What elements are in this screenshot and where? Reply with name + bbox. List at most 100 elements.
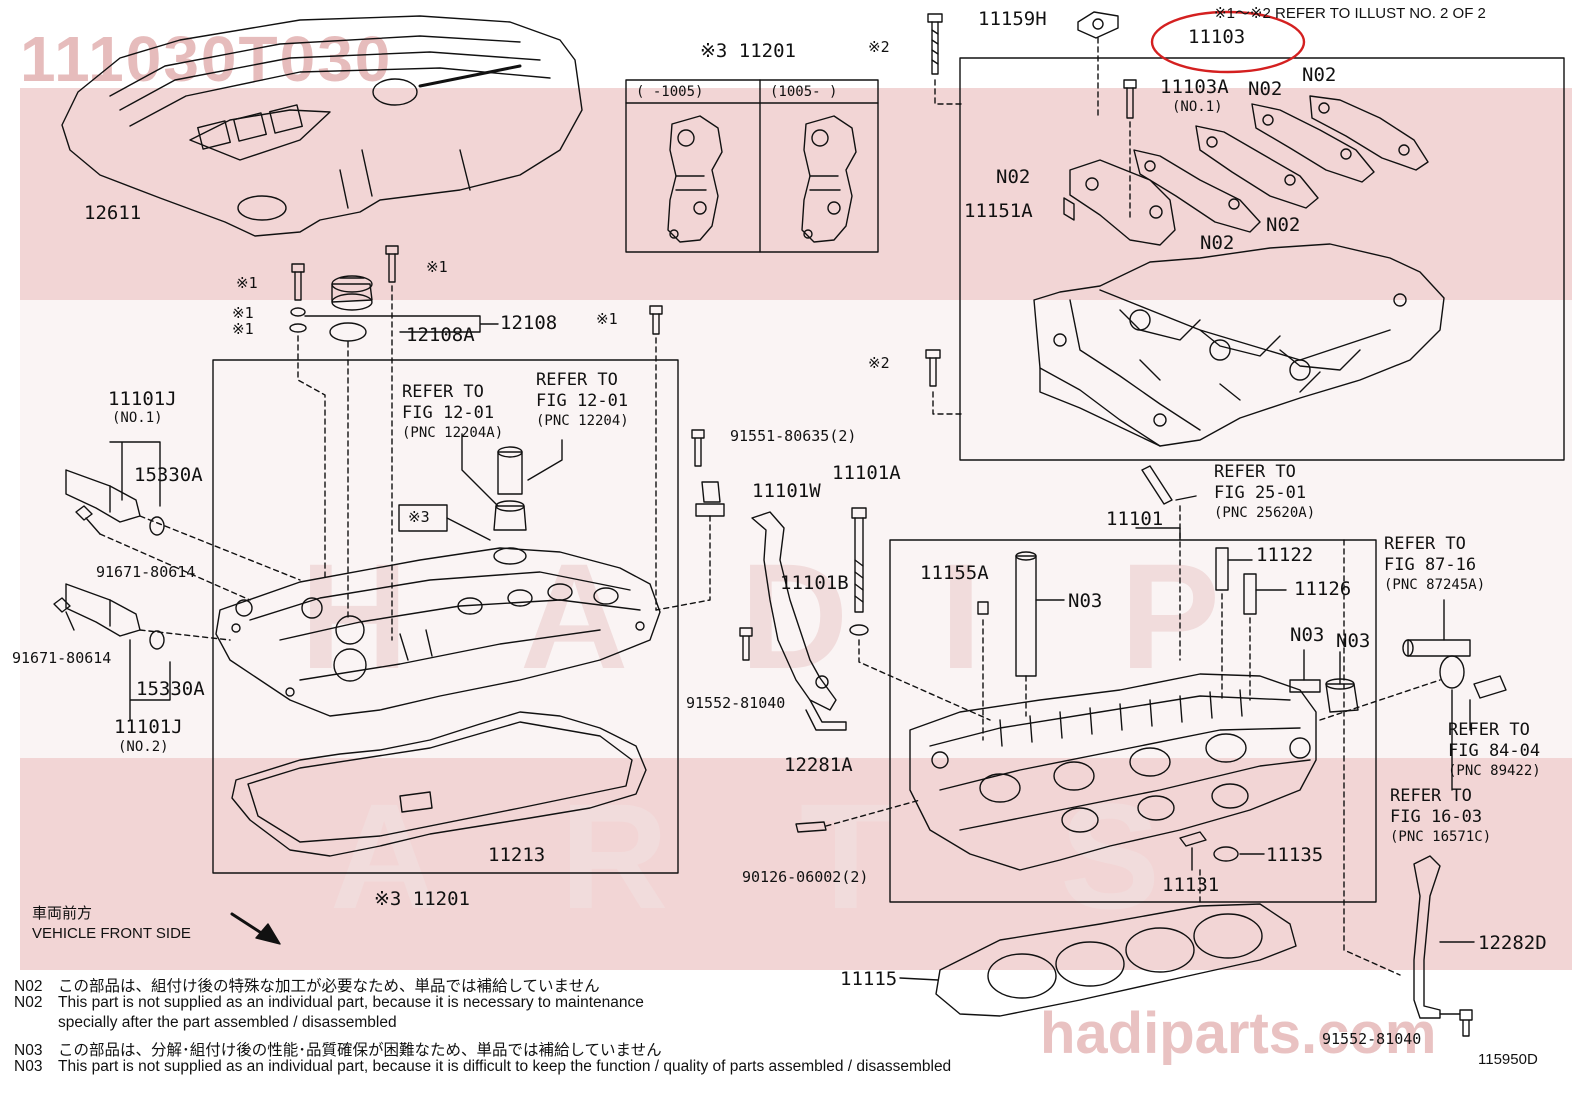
leader-dashed: [934, 79, 963, 105]
refer-note: ※1～※2 REFER TO ILLUST NO. 2 OF 2: [1214, 5, 1486, 22]
part-label: 11155A: [920, 562, 989, 584]
n02-label: N02: [996, 166, 1031, 188]
mark-label: ※1: [596, 310, 618, 328]
note-line: specially after the part assembled / dis…: [58, 1014, 397, 1031]
n02-label: N02: [1266, 214, 1301, 236]
part-label: 11115: [840, 968, 898, 990]
grommet: [493, 505, 527, 531]
part-label: 11122: [1256, 544, 1314, 566]
bolt-ocv-1: [75, 505, 93, 521]
bolt-11103a: [1123, 79, 1137, 119]
stud-90126: [795, 821, 827, 833]
part-label: 12281A: [784, 754, 853, 776]
n03-label: N03: [1068, 590, 1103, 612]
part-label: 11101B: [780, 572, 849, 594]
part-label: 15330A: [134, 464, 203, 486]
bolt-ocv-2: [53, 597, 71, 613]
watermark-site: hadiparts.com: [1040, 1001, 1437, 1066]
part-label-note: (NO.2): [118, 739, 169, 755]
mark-label: ※1: [232, 304, 254, 322]
ocv-upper: [65, 469, 165, 536]
watermark-band-bottom: [20, 758, 1572, 970]
pcv-valve: [497, 446, 523, 495]
part-label: 11131: [1162, 874, 1220, 896]
plug-n03: [1289, 679, 1321, 693]
part-label: 11151A: [964, 200, 1033, 222]
part-label: 11103A: [1160, 76, 1229, 98]
inset-bracket-right: [801, 115, 857, 243]
plug-11159h: [1077, 11, 1119, 39]
mark-label: ※1: [236, 274, 258, 292]
part-label-note: (NO.1): [112, 410, 163, 426]
head-gasket: [935, 903, 1297, 1017]
sensor-11101w: [701, 481, 721, 503]
part-label: 91551-80635(2): [730, 427, 857, 445]
part-label: ※3 11201: [374, 888, 470, 910]
sleeve-n03: [1015, 555, 1037, 677]
bolt-11101a: [849, 507, 869, 636]
part-label: 12108: [500, 312, 558, 334]
n02-label: N02: [1302, 64, 1337, 86]
bolt-left-2: [385, 245, 399, 283]
inset-label: ※3 11201: [700, 40, 796, 62]
engine-hanger-12281a: [751, 511, 837, 711]
bolt-91551: [691, 429, 705, 467]
part-label: 15330A: [136, 678, 205, 700]
part-label: 11101J: [114, 716, 183, 738]
engine-cover: [61, 15, 583, 237]
highlight-ellipse: [1150, 10, 1306, 74]
part-label: 12611: [84, 202, 142, 224]
part-label: 91552-81040: [1322, 1030, 1422, 1048]
bolt-91552-a: [739, 627, 753, 661]
n03-label: N03: [1290, 624, 1325, 646]
engine-hanger-12282d: [1413, 855, 1441, 1019]
part-label: 11101W: [752, 480, 821, 502]
guide-11126: [1243, 573, 1257, 615]
part-label: 91671-80614: [12, 649, 112, 667]
part-label-note: (NO.1): [1172, 99, 1223, 115]
cylinder-head: [909, 673, 1317, 871]
guide-11122: [1215, 547, 1229, 591]
part-label: 12282D: [1478, 932, 1547, 954]
figure-code: 115950D: [1478, 1051, 1538, 1068]
bolt-lower: [925, 349, 941, 387]
n03-label: N03: [1336, 630, 1371, 652]
seal-11135: [1213, 846, 1239, 862]
oil-filler-cap: [331, 275, 373, 311]
sensor-89422: [1473, 675, 1507, 699]
bolt-91552-b: [1459, 1009, 1473, 1037]
mark-label: ※3: [408, 508, 430, 526]
camshaft-housing: [1033, 243, 1445, 447]
front-arrow-head: [255, 923, 281, 945]
inset-col2: (1005- ): [770, 84, 838, 100]
watermark-letter: P: [1120, 532, 1221, 700]
valve-cover-gasket: [231, 711, 647, 857]
part-label: 11101: [1106, 508, 1164, 530]
part-label: 90126-06002(2): [742, 868, 869, 886]
part-label: 11126: [1294, 578, 1352, 600]
watermark-letter: A: [520, 532, 629, 700]
n02-label: N02: [1200, 232, 1235, 254]
part-label: 11135: [1266, 844, 1324, 866]
watermark-band-top: [20, 88, 1572, 300]
part-label: 91552-81040: [686, 694, 786, 712]
watermark-letter: T: [800, 772, 892, 940]
inset-frame: [625, 79, 879, 253]
upper-right-frame: [959, 57, 1565, 461]
head-frame: [889, 539, 1377, 903]
bolt-left-1: [291, 263, 305, 301]
cover-frame: [212, 359, 679, 874]
mark-label: ※1: [426, 258, 448, 276]
pin-11155a: [977, 601, 989, 615]
part-label: 91671-80614: [96, 563, 196, 581]
inset-col1: ( -1005): [636, 84, 704, 100]
